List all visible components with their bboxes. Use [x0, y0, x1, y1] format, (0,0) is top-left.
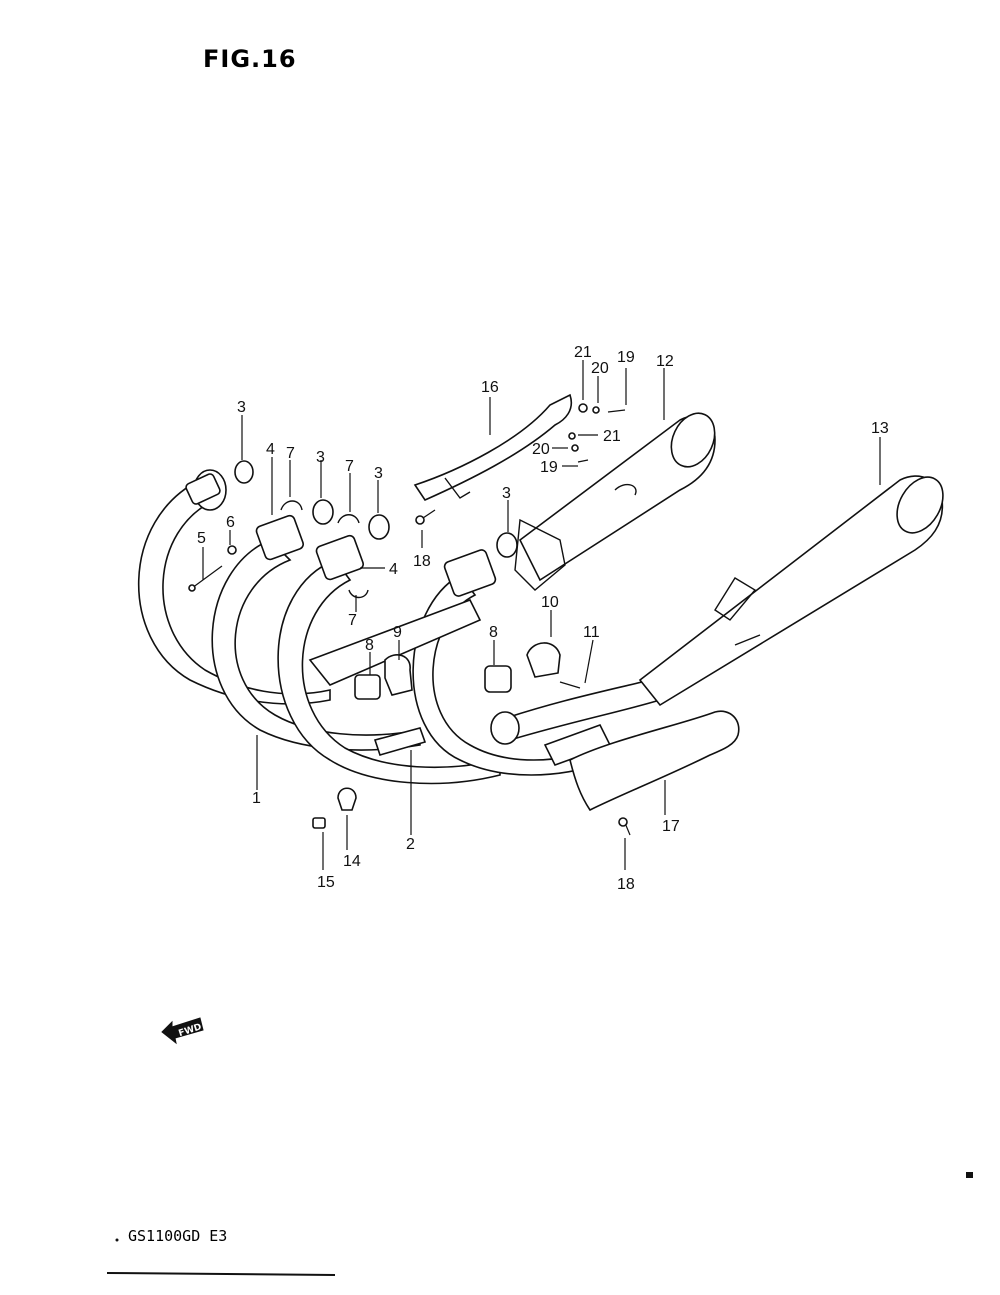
bolt-19a: [607, 409, 626, 413]
bottom-rule: [106, 1272, 336, 1276]
callout-7a: 7: [286, 445, 295, 462]
callout-3d: 3: [502, 485, 511, 502]
callout-8a: 8: [365, 637, 374, 654]
clamp-7a: [280, 500, 303, 511]
callout-7c: 7: [348, 612, 357, 629]
nut-21a: [578, 403, 588, 413]
corner-mark: [966, 1172, 973, 1178]
clamp-14: [337, 787, 357, 811]
gasket-3d: [496, 532, 518, 558]
gasket-3c: [368, 514, 390, 540]
small-parts: [188, 403, 631, 836]
collector: [308, 598, 662, 766]
clamp-7c: [348, 589, 369, 599]
callout-16: 16: [481, 379, 499, 396]
callout-3b: 3: [316, 449, 325, 466]
fwd-arrow-icon: FWD: [161, 1017, 204, 1045]
callout-7b: 7: [345, 458, 354, 475]
clamp-7b: [337, 514, 360, 524]
nut-21b: [568, 432, 576, 440]
callout-17: 17: [662, 818, 680, 835]
callout-3c: 3: [374, 465, 383, 482]
exhaust-pipe-1: [137, 469, 331, 705]
bolt-19b: [577, 459, 589, 463]
figure-title: FIG.16: [203, 45, 297, 73]
callout-9: 9: [393, 624, 402, 641]
bush-8b: [484, 665, 512, 693]
bolt-11: [559, 681, 581, 689]
callout-20b: 20: [532, 441, 550, 458]
bolt-5: [191, 565, 223, 589]
gasket-3b: [312, 499, 334, 525]
model-code: GS1100GD E3: [128, 1227, 228, 1245]
nut-20a: [592, 406, 600, 414]
callout-12: 12: [656, 353, 674, 370]
bullet-dot: [115, 1238, 119, 1242]
callout-13: 13: [871, 420, 889, 437]
heat-shield-17: [569, 710, 740, 812]
callout-15: 15: [317, 874, 335, 891]
nut-6: [227, 545, 237, 555]
muffler-12: [514, 412, 716, 591]
nut-20b: [571, 444, 579, 452]
callout-1: 1: [252, 790, 261, 807]
muffler-13: [638, 475, 944, 707]
leader-lines: [202, 360, 881, 870]
gasket-3a: [234, 460, 254, 484]
heat-shield-16: [413, 393, 573, 502]
exhaust-pipe-2: [211, 514, 421, 751]
clamp-10: [526, 642, 561, 678]
exhaust-pipe-3: [277, 534, 501, 785]
callout-21a: 21: [574, 344, 592, 361]
clamp-9: [384, 654, 413, 696]
callout-18b: 18: [617, 876, 635, 893]
callout-18a: 18: [413, 553, 431, 570]
callout-14: 14: [343, 853, 361, 870]
callout-20a: 20: [591, 360, 609, 377]
callout-2: 2: [406, 836, 415, 853]
callout-6: 6: [226, 514, 235, 531]
callout-4b: 4: [389, 561, 398, 578]
callout-10: 10: [541, 594, 559, 611]
callout-19b: 19: [540, 459, 558, 476]
callout-4a: 4: [266, 441, 275, 458]
callout-19a: 19: [617, 349, 635, 366]
bush-8a: [354, 674, 381, 700]
callout-8b: 8: [489, 624, 498, 641]
callout-5: 5: [197, 530, 206, 547]
bolt-15: [312, 817, 326, 829]
callout-3a: 3: [237, 399, 246, 416]
callouts: 1 2 3 3 3 3 4 4 5 6 7 7 7 8 8 9 10 11 12…: [197, 344, 889, 893]
callout-21b: 21: [603, 428, 621, 445]
callout-11: 11: [583, 624, 600, 641]
